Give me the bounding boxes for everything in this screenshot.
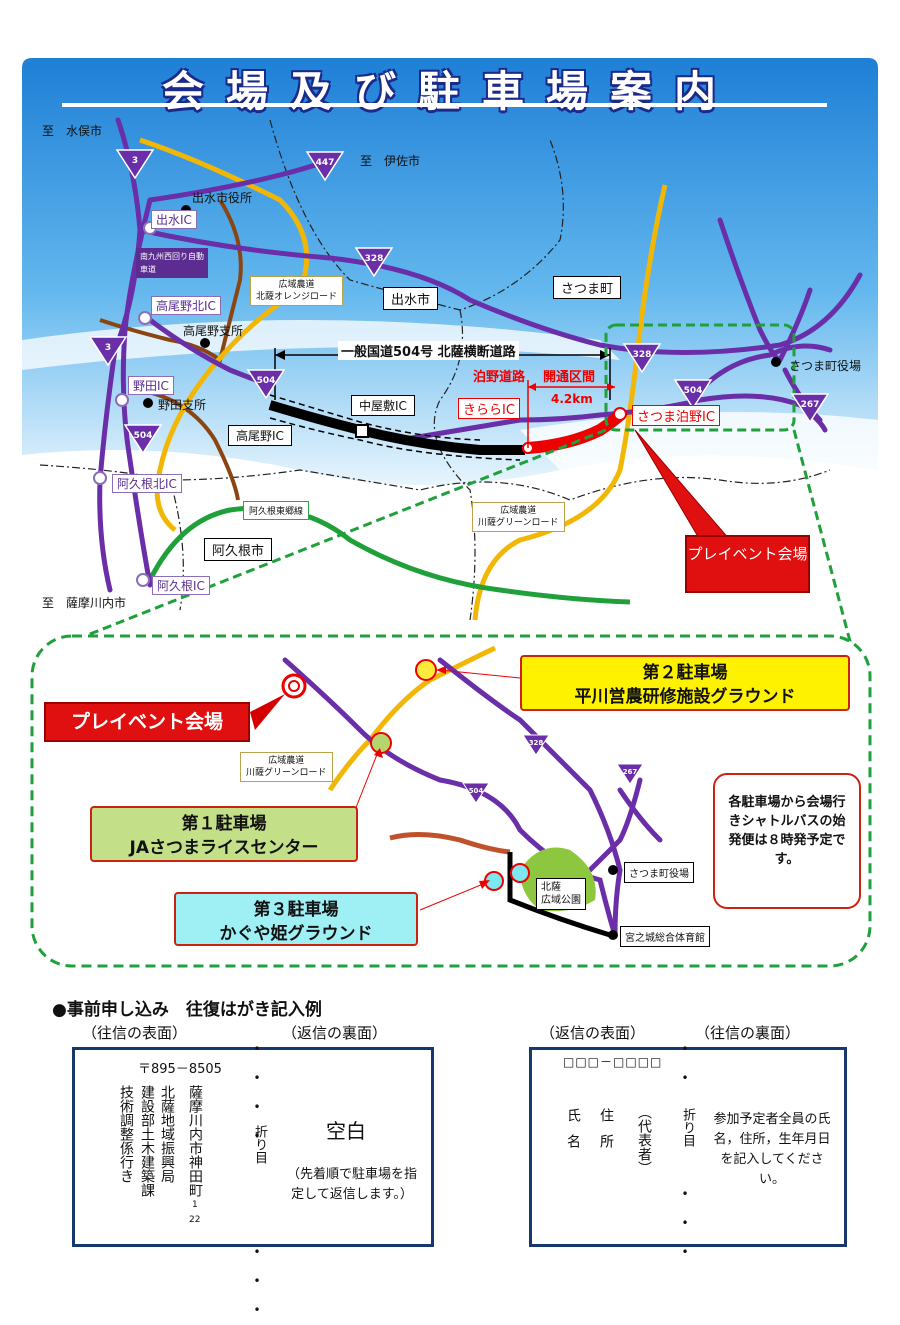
address-label: 住所 — [598, 1108, 614, 1160]
left-header-front: （往信の表面） — [82, 1024, 188, 1042]
address-number: 1 — [192, 1200, 198, 1210]
inset-gym: 宮之城総合体育館 — [620, 926, 710, 947]
akune-togo-label: 阿久根東郷線 — [243, 501, 310, 520]
ic-noda: 野田IC — [128, 376, 174, 395]
dest-satsumasendai: 至 薩摩川内市 — [42, 596, 127, 610]
ic-akune: 阿久根IC — [152, 576, 210, 595]
place-noda-branch: 野田支所 — [158, 398, 207, 412]
label-satsuma-town: さつま町 — [553, 276, 622, 299]
park-label: 北薩広域公園 — [536, 878, 586, 910]
fold-dots-right: ••••• — [681, 1042, 689, 1259]
tomarino-road-label: 泊野道路 — [473, 370, 526, 385]
place-takaono-branch: 高尾野支所 — [183, 324, 244, 338]
ic-takaono: 高尾野IC — [228, 425, 292, 446]
dest-minamata: 至 水俣市 — [42, 124, 103, 138]
parking-lot-3: 第３駐車場かぐや姫グラウンド — [174, 892, 418, 946]
parking-lot-2: 第２駐車場平川営農研修施設グラウンド — [520, 655, 850, 711]
open-section-label: 開通区間 — [543, 370, 596, 385]
event-venue-callout: プレイベント会場 — [685, 535, 810, 593]
ic-izumi: 出水IC — [151, 210, 197, 229]
sky-background — [22, 58, 878, 485]
distance-label: 4.2km — [551, 392, 593, 406]
blank-label: 空白 — [326, 1119, 366, 1143]
inset-event-venue: プレイベント会場 — [44, 702, 250, 742]
ic-kirara: きららIC — [458, 398, 520, 419]
label-izumi-city: 出水市 — [383, 287, 439, 310]
ic-takaono-kita: 高尾野北IC — [151, 296, 221, 315]
right-header-back: （往信の裏面） — [695, 1024, 801, 1042]
orange-road-label: 広域農道北薩オレンジロード — [250, 276, 344, 306]
instruction-text: 参加予定者全員の氏名，住所，生年月日を記入してください。 — [713, 1112, 831, 1187]
inset-satsuma-office: さつま町役場 — [624, 862, 694, 883]
fold-label-right: 折り目 — [680, 1108, 695, 1147]
road-504-label: 一般国道504号 北薩横断道路 — [338, 341, 519, 360]
dest-isa: 至 伊佐市 — [360, 154, 421, 168]
representative-label: （代表者） — [636, 1105, 652, 1175]
ic-akune-kita: 阿久根北IC — [112, 474, 182, 493]
address: 薩摩川内市神田町 — [187, 1085, 203, 1197]
inset-green-road-label: 広域農道川薩グリーンロード — [240, 752, 333, 782]
org-line1: 北薩地域振興局 — [159, 1085, 175, 1183]
fold-label-left: 折り目 — [252, 1125, 267, 1164]
zip-boxes: □□□－□□□□ — [563, 1055, 663, 1069]
shuttle-note: 各駐車場から会場行きシャトルバスの始発便は８時発予定です。 — [713, 773, 861, 909]
right-header-front: （返信の表面） — [540, 1024, 646, 1042]
left-header-back: （返信の裏面） — [282, 1024, 388, 1042]
ic-satsuma-tomarino: さつま泊野IC — [632, 405, 720, 426]
postcard-heading: ●事前申し込み 往復はがき記入例 — [52, 1000, 322, 1020]
label-akune-city: 阿久根市 — [204, 538, 273, 561]
org-line3: 技術調整係行き — [118, 1085, 134, 1183]
place-satsuma-office: さつま町役場 — [789, 359, 862, 373]
address-number-2: 22 — [189, 1215, 201, 1225]
expressway-label: 南九州西回り自動車道 — [136, 248, 208, 278]
name-label: 氏名 — [565, 1108, 581, 1160]
ic-nakayashiki: 中屋敷IC — [351, 395, 415, 416]
postal-code: 〒895－8505 — [138, 1062, 222, 1077]
title-underline — [62, 103, 827, 107]
postcard-left — [72, 1047, 434, 1247]
page-title: 会場及び駐車場案内 — [161, 67, 738, 116]
postcard-right — [529, 1047, 847, 1247]
org-line2: 建設部土木建築課 — [139, 1085, 155, 1197]
blank-note: （先着順で駐車場を指定して返信します。） — [286, 1167, 417, 1202]
green-road-label: 広域農道川薩グリーンロード — [472, 502, 565, 532]
fold-dots-left: ••••••• — [253, 1042, 261, 1317]
place-izumi-office: 出水市役所 — [192, 191, 253, 205]
